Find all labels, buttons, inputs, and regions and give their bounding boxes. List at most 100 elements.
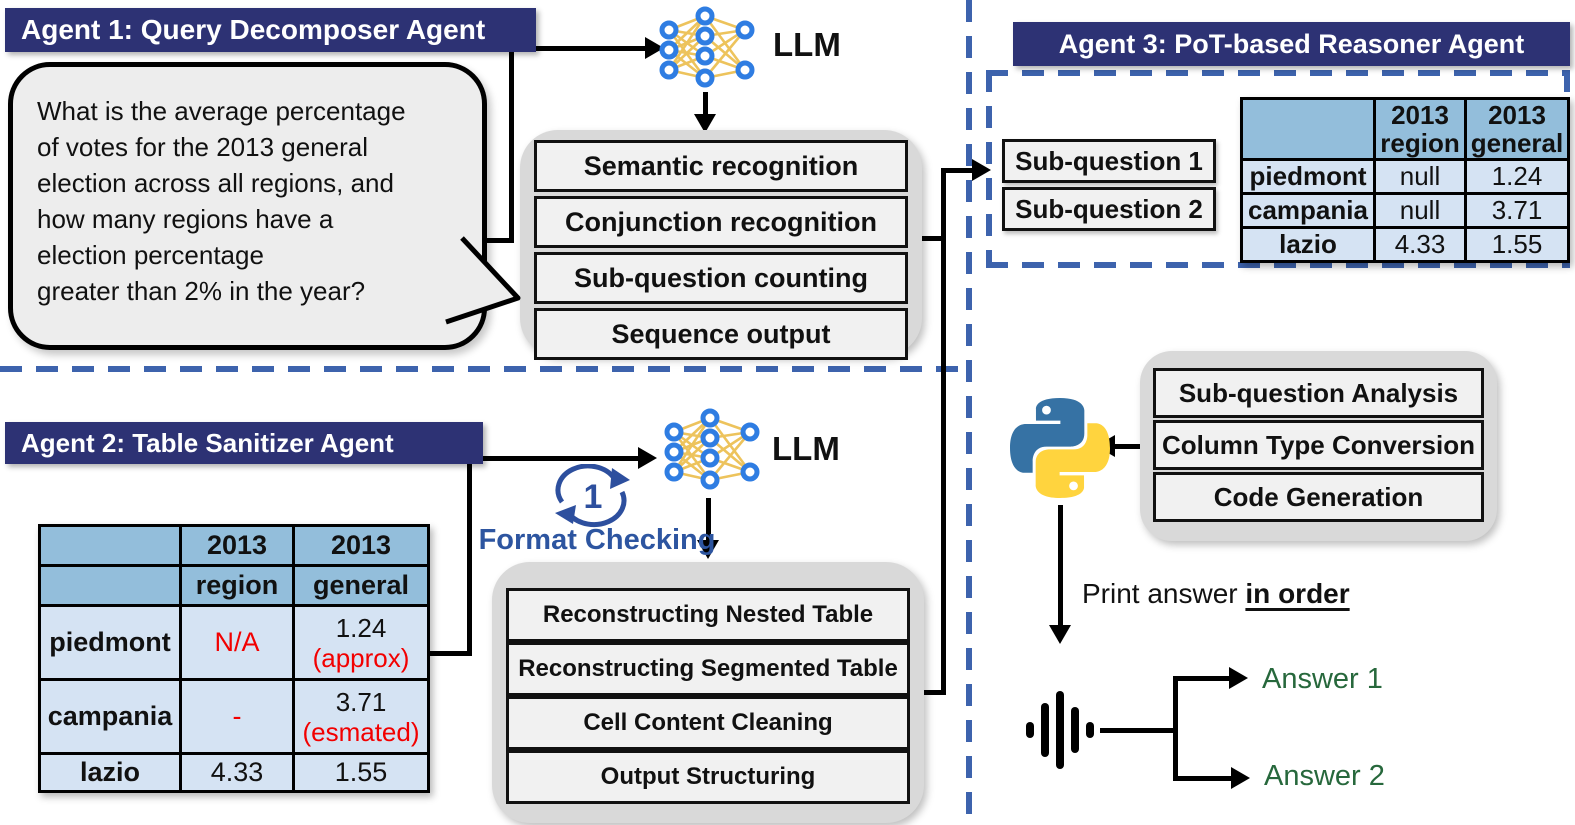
connector-line [470,238,514,243]
step-cell-content-cleaning: Cell Content Cleaning [506,696,910,750]
question-line: greater than 2% in the year? [37,276,366,306]
connector-line [467,456,640,461]
connector-line [941,168,946,695]
step-conjunction-recognition: Conjunction recognition [534,196,908,248]
question-line: of votes for the 2013 general [37,132,369,162]
step-semantic-recognition: Semantic recognition [534,140,908,192]
table-cell: null [1373,192,1467,229]
subquestion-label: Sub-question 1 [1015,145,1203,176]
loop-iteration-count: 1 [584,478,603,516]
header-line: 2013 [1391,100,1449,130]
cell-value: 1.24 [335,612,387,643]
step-label: Cell Content Cleaning [583,709,833,736]
connector-line [422,651,472,656]
connector-line [922,690,946,695]
table-cell: 1.55 [1464,226,1570,263]
table-cell: 1.24 (approx) [292,604,430,681]
print-answer-prefix: Print answer [1082,578,1246,609]
connector-line [1113,444,1141,449]
answer1-label: Answer 1 [1262,663,1383,695]
step-reconstructing-nested-table: Reconstructing Nested Table [506,588,910,642]
connector-line [1173,776,1233,781]
step-label: Code Generation [1213,481,1424,512]
table-row: piedmont N/A 1.24 (approx) [38,604,430,681]
arrowhead-to-steps2 [697,540,719,559]
agent1-title: Agent 1: Query Decomposer Agent [21,14,486,45]
question-speech-bubble: What is the average percentage of votes … [8,62,487,350]
table-cell: 2013 region [1373,97,1467,161]
table-cell: null [1373,158,1467,195]
agent2-header: Agent 2: Table Sanitizer Agent [5,422,483,464]
table-cell: 1.24 [1464,158,1570,195]
cell-note: (approx) [312,642,410,673]
step-column-type-conversion: Column Type Conversion [1153,420,1484,470]
table-cell: general [292,564,430,607]
arrowhead-to-output [1049,625,1071,644]
step-label: Reconstructing Nested Table [542,601,874,628]
connector-line [509,46,514,243]
cell-note: (esmated) [302,716,420,747]
step-label: Semantic recognition [583,150,859,181]
question-line: how many regions have a [37,204,334,234]
header-line: region [1380,128,1460,158]
agent2-steps-panel: Reconstructing Nested Table Reconstructi… [492,562,924,823]
row-label: lazio [38,752,182,793]
connector-line [1100,728,1178,733]
arrowhead-to-agent3 [972,159,991,181]
subquestion-label: Sub-question 2 [1015,193,1203,224]
connector-line [703,92,708,116]
table-cell: 3.71 (esmated) [292,678,430,755]
table-cell: 4.33 [179,752,295,793]
connector-line [467,456,472,656]
step-subquestion-analysis: Sub-question Analysis [1153,368,1484,418]
row-label: piedmont [1240,158,1376,195]
table-cell: - [179,678,295,755]
agent2-title: Agent 2: Table Sanitizer Agent [21,427,394,458]
agent3-header: Agent 3: PoT-based Reasoner Agent [1013,22,1570,66]
print-answer-emphasis: in order [1245,578,1350,609]
table-cell: region [179,564,295,607]
row-label: piedmont [38,604,182,681]
subquestion2-box: Sub-question 2 [1002,187,1216,231]
step-reconstructing-segmented-table: Reconstructing Segmented Table [506,642,910,696]
step-label: Column Type Conversion [1162,429,1475,460]
step-output-structuring: Output Structuring [506,750,910,804]
table-row: campania null 3.71 [1240,192,1570,229]
table-cell: 2013 [292,524,430,567]
question-line: What is the average percentage [37,96,406,126]
step-sequence-output: Sequence output [534,308,908,360]
table-row: piedmont null 1.24 [1240,158,1570,195]
row-label: campania [38,678,182,755]
step-subquestion-counting: Sub-question counting [534,252,908,304]
connector-line [509,46,647,51]
agent3-clean-table: 2013 region 2013 general piedmont null 1… [1240,97,1570,263]
connector-line [706,498,711,542]
table-row: campania - 3.71 (esmated) [38,678,430,755]
table-cell: 2013 general [1464,97,1570,161]
table-row: lazio 4.33 1.55 [38,752,430,793]
cell-value: 3.71 [335,686,387,717]
vertical-dashed-divider [966,0,972,825]
table-cell [38,564,182,607]
agent1-header: Agent 1: Query Decomposer Agent [5,8,536,52]
connector-line [941,168,974,173]
connector-line [910,236,946,241]
table-row: lazio 4.33 1.55 [1240,226,1570,263]
step-label: Sub-question counting [574,262,868,293]
answer2-label: Answer 2 [1264,760,1385,792]
arrowhead-to-answer2 [1231,767,1250,789]
connector-line [1058,505,1063,627]
step-label: Sub-question Analysis [1178,377,1459,408]
llm-neural-network-icon [659,6,755,88]
header-line: general [1470,128,1564,158]
table-cell [1240,97,1376,161]
llm-neural-network-icon [664,408,760,490]
step-code-generation: Code Generation [1153,472,1484,522]
agent3-dashed-border-top [986,70,1570,76]
python-logo-icon [1010,398,1110,498]
print-answer-label: Print answer in order [1082,578,1350,610]
speech-bubble-tail [445,236,521,325]
step-label: Reconstructing Segmented Table [518,655,898,682]
row-label: campania [1240,192,1376,229]
